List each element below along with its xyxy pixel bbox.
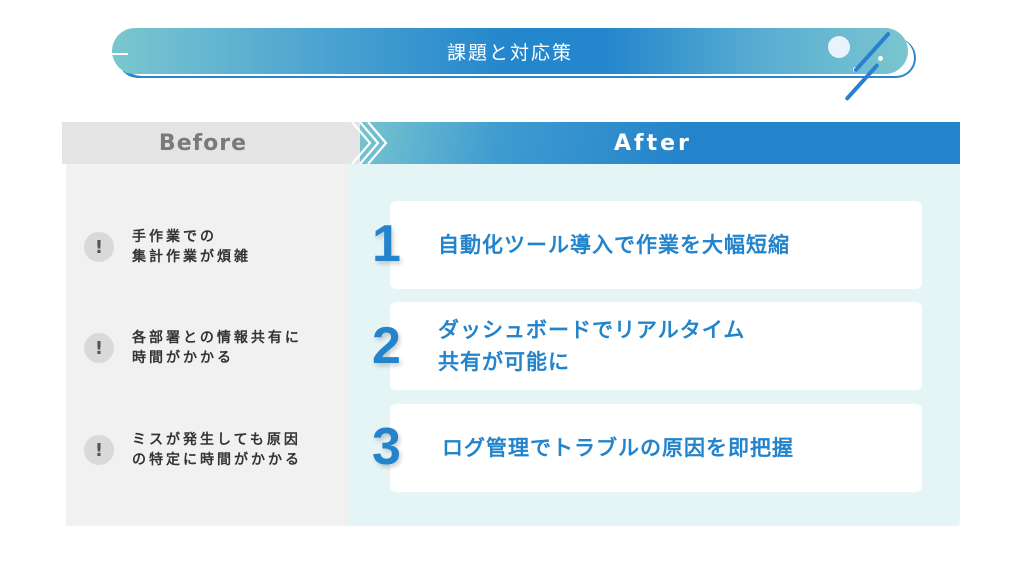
step-number: 3 xyxy=(372,418,401,476)
after-card-text: 自動化ツール導入で作業を大幅短縮 xyxy=(438,229,790,261)
after-card-line: 共有が可能に xyxy=(438,350,570,374)
before-item: ! 各部署との情報共有に 時間がかかる xyxy=(84,328,302,368)
step-number: 2 xyxy=(372,317,401,375)
triple-chevron-icon xyxy=(348,122,388,164)
after-card-text: ログ管理でトラブルの原因を即把握 xyxy=(442,432,794,464)
exclamation-icon: ! xyxy=(84,232,114,262)
before-item-text: 各部署との情報共有に 時間がかかる xyxy=(132,328,302,368)
after-card-line: 自動化ツール導入で作業を大幅短縮 xyxy=(438,233,790,257)
exclamation-icon: ! xyxy=(84,435,114,465)
circle-decoration-icon xyxy=(828,36,850,58)
before-item-line: 手作業での xyxy=(132,229,217,245)
title-banner: 課題と対応策 xyxy=(112,28,922,102)
after-card: ログ管理でトラブルの原因を即把握 xyxy=(390,404,922,492)
after-label: After xyxy=(614,130,692,156)
before-item-text: 手作業での 集計作業が煩雑 xyxy=(132,227,251,267)
before-item-line: の特定に時間がかかる xyxy=(132,452,302,468)
after-card-line: ダッシュボードでリアルタイム xyxy=(438,318,746,342)
before-item-line: 各部署との情報共有に xyxy=(132,330,302,346)
step-number: 1 xyxy=(372,215,401,273)
exclamation-icon: ! xyxy=(84,333,114,363)
dot-decoration-icon xyxy=(878,56,883,61)
after-card: 自動化ツール導入で作業を大幅短縮 xyxy=(390,201,922,289)
after-card: ダッシュボードでリアルタイム 共有が可能に xyxy=(390,302,922,390)
before-item: ! ミスが発生しても原因 の特定に時間がかかる xyxy=(84,430,302,470)
before-label: Before xyxy=(158,130,248,156)
before-item-line: 時間がかかる xyxy=(132,350,234,366)
before-item-text: ミスが発生しても原因 の特定に時間がかかる xyxy=(132,430,302,470)
before-header: Before xyxy=(62,122,354,164)
before-item-line: 集計作業が煩雑 xyxy=(132,249,251,265)
before-item-line: ミスが発生しても原因 xyxy=(132,432,301,448)
banner-dash-decoration xyxy=(112,53,128,55)
after-card-line: ログ管理でトラブルの原因を即把握 xyxy=(442,436,794,460)
page-title: 課題と対応策 xyxy=(446,41,573,64)
after-card-text: ダッシュボードでリアルタイム 共有が可能に xyxy=(438,314,745,378)
after-header: After xyxy=(348,122,960,164)
banner-outline xyxy=(118,38,916,78)
before-item: ! 手作業での 集計作業が煩雑 xyxy=(84,227,251,267)
banner-bar: 課題と対応策 xyxy=(112,28,908,74)
